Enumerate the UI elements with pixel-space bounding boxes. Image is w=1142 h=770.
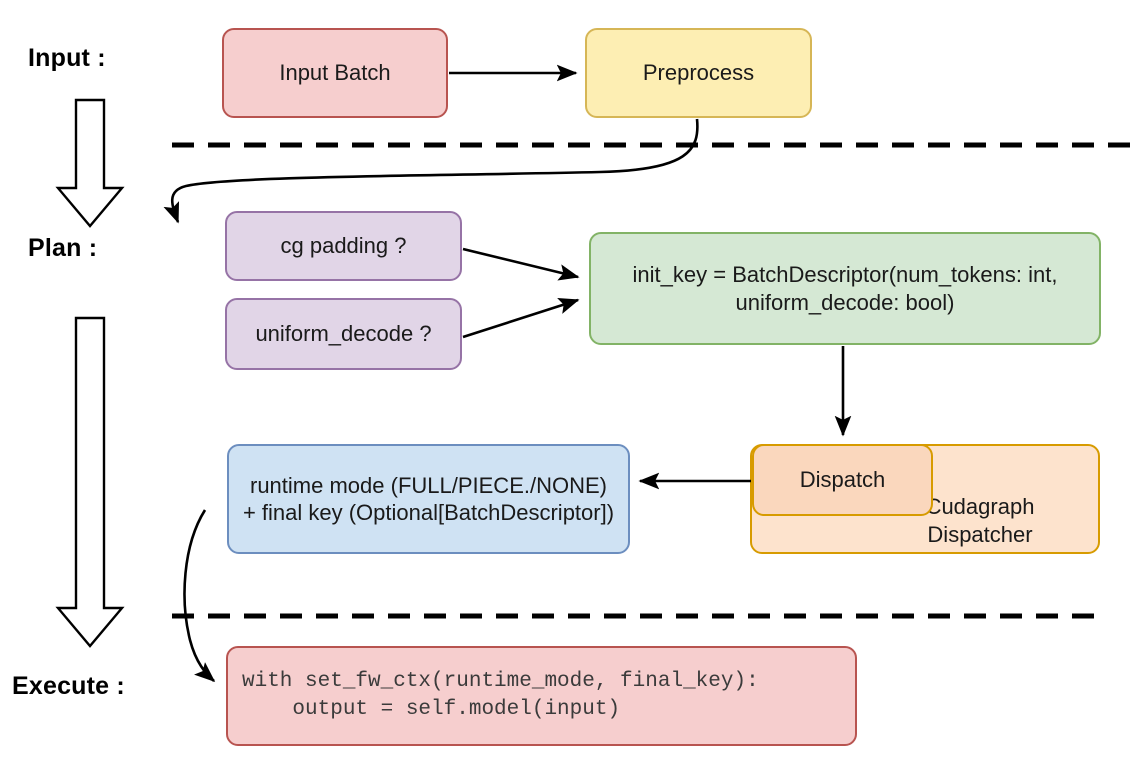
arrow-preprocess-to-cg-padding bbox=[163, 118, 699, 224]
arrow-runtime-mode-to-execute-code bbox=[183, 509, 216, 683]
stage-label-input: Input : bbox=[28, 44, 106, 72]
stage-label-execute: Execute : bbox=[12, 672, 125, 700]
stage-label-plan: Plan : bbox=[28, 234, 98, 262]
stage-block-arrow-plan-to-execute bbox=[55, 316, 125, 648]
arrow-cg-padding-to-init-key bbox=[462, 247, 580, 281]
stage-block-arrow-input-to-plan bbox=[55, 98, 125, 228]
arrow-uniform-decode-to-init-key bbox=[462, 297, 580, 339]
